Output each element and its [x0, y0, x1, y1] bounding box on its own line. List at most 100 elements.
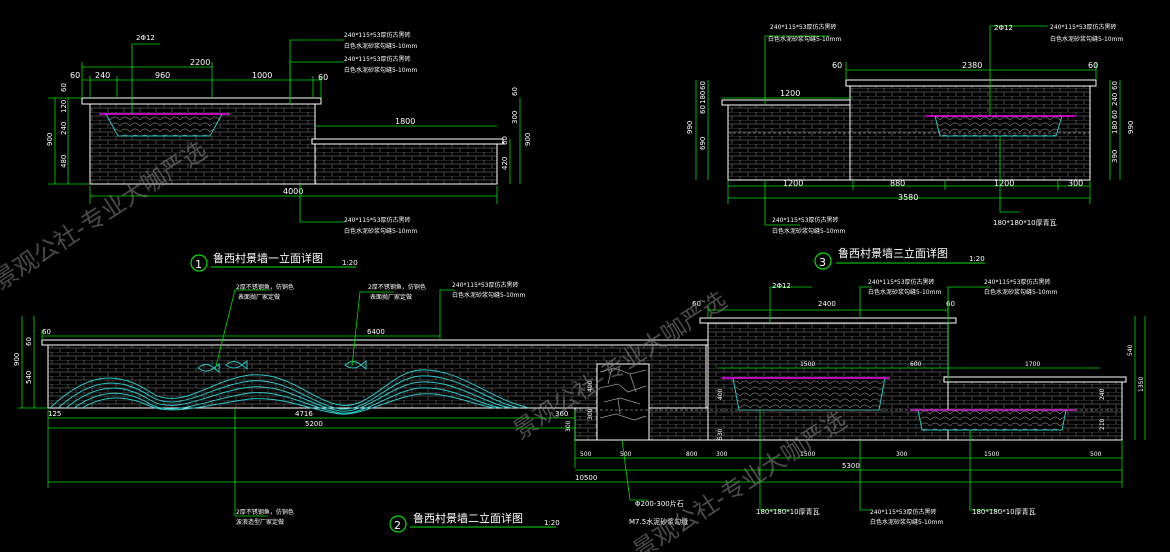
e1-right-300: 300	[511, 111, 519, 124]
e2-steel-waves	[49, 369, 531, 415]
e2-note-steel-2a: 2厚不锈钢鱼，仿铜色	[368, 283, 426, 291]
e3-scale: 1:20	[969, 255, 985, 263]
e3-note-brick-3a: 240*115*53厚仿古黑砖	[772, 216, 839, 224]
e2-title: 鲁西村景墙二立面详图	[413, 511, 523, 525]
e3-right-240: 240	[1111, 93, 1119, 106]
e2-note-steel-1a: 2厚不锈钢鱼，仿铜色	[236, 283, 294, 291]
e2-note-steel-1b: 表面抛厂家定做	[238, 293, 280, 301]
e1-wall-low	[314, 143, 498, 185]
e3-right-60b: 60	[1111, 110, 1119, 119]
e2-br-500c: 500	[1090, 451, 1102, 458]
e3-bot-3580: 3580	[898, 193, 918, 202]
e2-note-pipe: 2Φ12	[772, 282, 791, 290]
e2-number-circle	[389, 515, 407, 533]
e2-left-540: 540	[25, 371, 33, 384]
e3-note-pipe: 2Φ12	[994, 24, 1013, 32]
e3-right-390: 390	[1111, 150, 1119, 163]
e2-left-60: 60	[25, 337, 33, 346]
e1-dim-60b: 60	[318, 73, 328, 82]
elevation-2: 60 6400 2400 60 60 60 540 900 125 4716 3…	[13, 278, 1146, 533]
e2-stone-panel	[596, 363, 650, 441]
e2-br-300b: 300	[896, 451, 908, 458]
e2-note-brick-3a: 240*115*53厚仿古黑砖	[984, 278, 1051, 286]
e3-number: 3	[819, 256, 826, 269]
e3-left-990: 990	[686, 121, 694, 134]
e1-left-120: 120	[60, 100, 68, 113]
e2-right-210: 210	[1099, 418, 1106, 430]
e1-dim-1800: 1800	[395, 117, 415, 126]
e1-planter	[105, 113, 223, 137]
fish-icon	[197, 359, 367, 374]
e3-right-180: 180	[1111, 121, 1119, 134]
e1-right-60: 60	[511, 87, 519, 96]
e2-br-500a: 500	[580, 451, 592, 458]
e2-br-5300: 5300	[842, 462, 860, 470]
e1-note-brick-3b: 白色水泥砂浆勾缝5-10mm	[344, 227, 417, 235]
e1-number-circle	[190, 254, 208, 272]
e1-left-60: 60	[60, 83, 68, 92]
e1-right-420: 420	[501, 157, 509, 170]
e1-note-brick-1a: 240*115*53厚仿古黑砖	[344, 31, 411, 39]
e1-number: 1	[195, 258, 202, 271]
e3-note-tile: 180*180*10厚青瓦	[993, 218, 1057, 227]
e2-top-60: 60	[42, 328, 51, 336]
e2-overall-10500: 10500	[575, 474, 597, 482]
e2-planter-1	[732, 377, 886, 411]
elevation-3: 60 2380 60 1200 1200 880 1200 300 3580 6…	[686, 23, 1135, 270]
e2-note-brick-3b: 白色水泥砂浆勾缝5-10mm	[984, 288, 1057, 296]
e1-note-pipe: 2Φ12	[136, 34, 155, 42]
e2-note-steel-2b: 表面抛厂家定做	[370, 293, 412, 301]
e2-top-60b: 60	[946, 300, 955, 308]
e2-br-800: 800	[686, 451, 698, 458]
e2-right-240: 240	[1099, 388, 1106, 400]
elevation-1: 60 240 960 1000 60 2200 1800 4000 60 120…	[46, 31, 532, 272]
e3-bot-1200a: 1200	[783, 179, 803, 188]
e1-left-900: 900	[46, 133, 54, 146]
e1-dim-960: 960	[155, 71, 170, 80]
e3-title: 鲁西村景墙三立面详图	[838, 246, 948, 260]
e2-note-brick-2a: 240*115*53厚仿古黑砖	[868, 278, 935, 286]
e3-note-brick-3b: 白色水泥砂浆勾缝5-10mm	[772, 227, 845, 235]
e2-inner-600: 600	[910, 361, 922, 368]
e3-bot-1200b: 1200	[994, 179, 1014, 188]
e3-note-brick-1b: 白色水泥砂浆勾缝5-10mm	[768, 35, 841, 43]
e1-coping-high	[81, 97, 322, 105]
e2-bot-5200: 5200	[305, 420, 323, 428]
e3-note-brick-2a: 240*115*53厚仿古黑砖	[1050, 23, 1117, 31]
e2-coping-left	[41, 339, 709, 346]
e3-left-690: 690	[699, 137, 707, 150]
e1-note-brick-3a: 240*115*53厚仿古黑砖	[344, 216, 411, 224]
e1-dim-240: 240	[95, 71, 110, 80]
e1-right-900: 900	[524, 133, 532, 146]
e2-inner-1500: 1500	[800, 361, 815, 368]
e2-note-brick-4a: 240*115*53厚仿古黑砖	[870, 508, 937, 516]
e2-br-500b: 500	[620, 451, 632, 458]
e2-note-tile-2: 180*180*10厚青瓦	[972, 507, 1036, 516]
e3-bot-300: 300	[1068, 179, 1083, 188]
e3-left-60a: 60	[699, 81, 707, 90]
e2-note-brick-1a: 240*115*53厚仿古黑砖	[452, 281, 519, 289]
e2-scale: 1:20	[544, 519, 560, 527]
e3-top-2380: 2380	[962, 61, 982, 70]
e2-note-stone-a: Φ200-300片石	[635, 499, 684, 508]
e2-coping-right	[943, 376, 1127, 383]
e2-note-brick-1b: 白色水泥砂浆勾缝5-10mm	[452, 291, 525, 299]
e2-note-stone-b: M7.5水泥砂浆勾缝	[629, 517, 688, 526]
e2-br-300a: 300	[716, 451, 728, 458]
e3-left-180: 180	[699, 91, 707, 104]
e3-left-60b: 60	[699, 105, 707, 114]
e2-inner-530: 530	[717, 428, 724, 440]
e1-coping-low	[311, 138, 504, 145]
e1-right-60b: 60	[501, 136, 509, 145]
e2-right-540: 540	[1127, 344, 1134, 356]
e2-top-60a: 60	[692, 300, 701, 308]
e1-left-240: 240	[60, 122, 68, 135]
e1-note-brick-2b: 白色水泥砂浆勾缝5-10mm	[344, 66, 417, 74]
e3-wall-low	[727, 103, 851, 181]
e2-coping-high	[699, 317, 957, 324]
e1-dim-2200: 2200	[190, 58, 210, 67]
e2-door-400: 400	[587, 380, 594, 392]
e2-note-steel-3b: 波浪造型厂家定做	[236, 518, 284, 526]
e2-bot-360: 360	[555, 410, 568, 418]
e1-scale: 1:20	[342, 259, 358, 267]
